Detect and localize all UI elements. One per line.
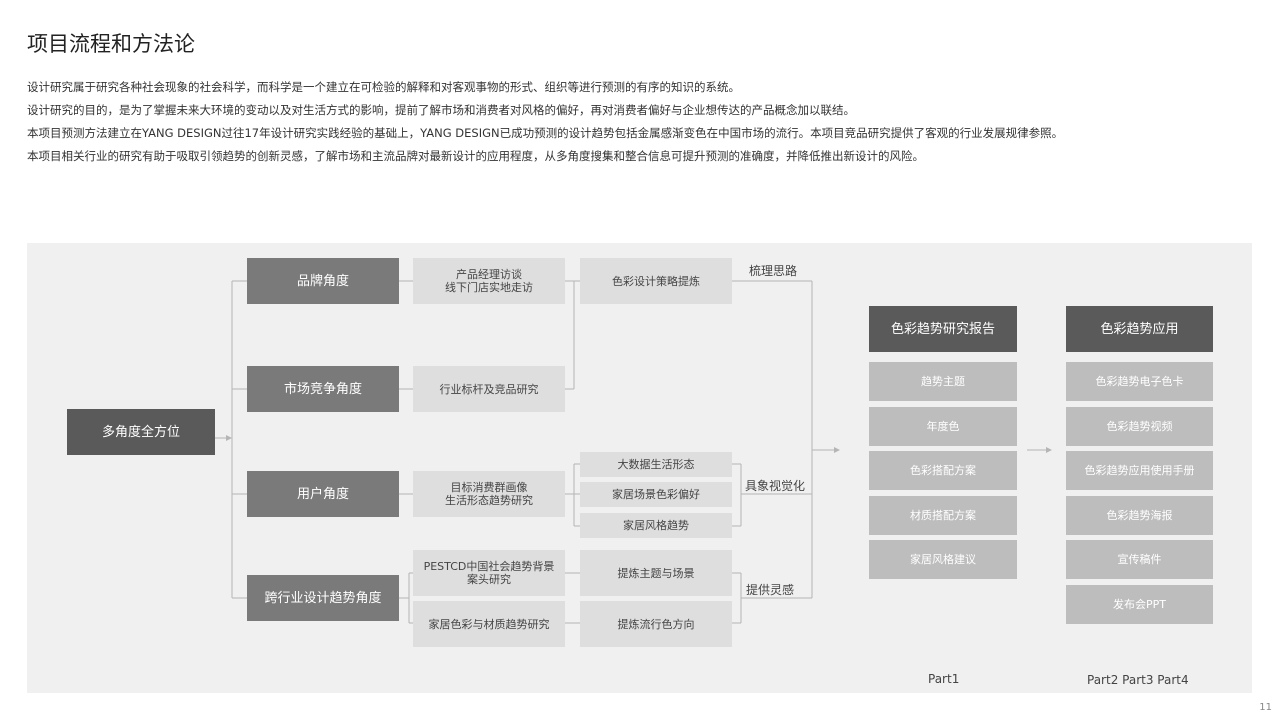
application-item-1: 色彩趋势电子色卡 — [1066, 362, 1213, 401]
report-item-4: 材质搭配方案 — [869, 496, 1017, 535]
label-sort-thinking: 梳理思路 — [749, 264, 798, 278]
intro-paragraph-4: 本项目相关行业的研究有助于吸取引领趋势的创新灵感，了解市场和主流品牌对最新设计的… — [27, 149, 924, 163]
report-header: 色彩趋势研究报告 — [869, 306, 1017, 352]
method-user-line-2: 生活形态趋势研究 — [445, 494, 533, 507]
report-item-2: 年度色 — [869, 407, 1017, 446]
method-market: 行业标杆及竞品研究 — [413, 366, 565, 412]
method-cross-1-line-1: PESTCD中国社会趋势背景 — [423, 560, 555, 573]
application-item-5: 宣传稿件 — [1066, 540, 1213, 579]
angle-brand: 品牌角度 — [247, 258, 399, 304]
output-strategy: 色彩设计策略提炼 — [580, 258, 732, 304]
application-item-4: 色彩趋势海报 — [1066, 496, 1213, 535]
method-cross-2: 家居色彩与材质趋势研究 — [413, 601, 565, 647]
application-part-label: Part2 Part3 Part4 — [1087, 673, 1189, 687]
method-cross-1: PESTCD中国社会趋势背景 案头研究 — [413, 550, 565, 596]
method-user-line-1: 目标消费群画像 — [450, 481, 528, 494]
angle-cross-industry: 跨行业设计趋势角度 — [247, 575, 399, 621]
intro-paragraph-2: 设计研究的目的，是为了掌握未来大环境的变动以及对生活方式的影响，提前了解市场和消… — [27, 103, 855, 117]
report-item-3: 色彩搭配方案 — [869, 451, 1017, 490]
application-item-6: 发布会PPT — [1066, 585, 1213, 624]
angle-user: 用户角度 — [247, 471, 399, 517]
page-number: 11 — [1259, 702, 1272, 713]
method-brand-line-1: 产品经理访谈 — [456, 268, 522, 281]
intro-paragraph-3: 本项目预测方法建立在YANG DESIGN过往17年设计研究实践经验的基础上，Y… — [27, 126, 1064, 140]
intro-paragraph-1: 设计研究属于研究各种社会现象的社会科学，而科学是一个建立在可检验的解释和对客观事… — [27, 80, 740, 94]
report-item-5: 家居风格建议 — [869, 540, 1017, 579]
application-header: 色彩趋势应用 — [1066, 306, 1213, 352]
label-visualize: 具象视觉化 — [745, 479, 806, 493]
output-trend-direction: 提炼流行色方向 — [580, 601, 732, 647]
output-bigdata: 大数据生活形态 — [580, 452, 732, 477]
root-node: 多角度全方位 — [67, 409, 215, 455]
method-brand-line-2: 线下门店实地走访 — [445, 281, 533, 294]
report-part-label: Part1 — [928, 672, 960, 686]
output-scene-color: 家居场景色彩偏好 — [580, 482, 732, 507]
application-item-3: 色彩趋势应用使用手册 — [1066, 451, 1213, 490]
report-item-1: 趋势主题 — [869, 362, 1017, 401]
output-theme-scene: 提炼主题与场景 — [580, 550, 732, 596]
method-brand: 产品经理访谈 线下门店实地走访 — [413, 258, 565, 304]
label-inspire: 提供灵感 — [746, 583, 795, 597]
method-cross-1-line-2: 案头研究 — [467, 573, 511, 586]
output-style-trend: 家居风格趋势 — [580, 513, 732, 538]
page-title: 项目流程和方法论 — [27, 32, 195, 56]
application-item-2: 色彩趋势视频 — [1066, 407, 1213, 446]
method-user: 目标消费群画像 生活形态趋势研究 — [413, 471, 565, 517]
angle-market: 市场竞争角度 — [247, 366, 399, 412]
